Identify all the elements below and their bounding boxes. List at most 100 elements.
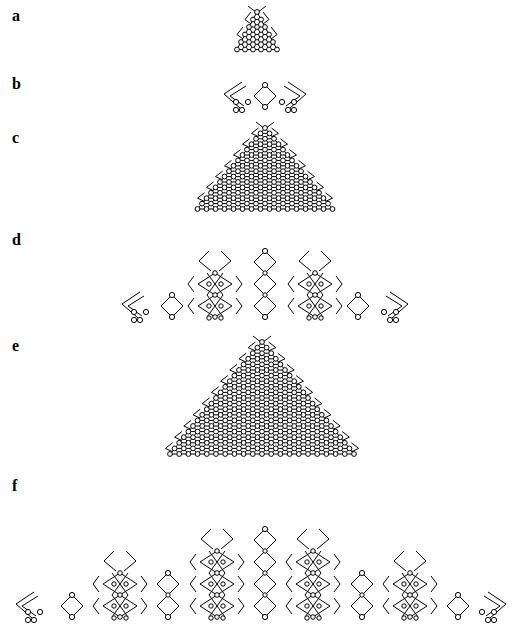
kolam-dot	[408, 615, 413, 620]
kolam-line	[307, 273, 323, 295]
kolam-dot	[317, 604, 321, 608]
kolam-dot	[310, 424, 315, 429]
kolam-dot	[232, 429, 237, 434]
kolam-dot	[240, 163, 245, 168]
kolam-dot	[245, 147, 250, 152]
kolam-line	[351, 573, 373, 595]
panel-letter: f	[12, 478, 17, 494]
kolam-dot	[258, 207, 263, 212]
kolam-line	[193, 409, 200, 418]
kolam-dot	[352, 452, 357, 457]
kolam-dot	[235, 47, 240, 52]
kolam-dot	[259, 47, 264, 52]
kolam-dot	[237, 446, 242, 451]
kolam-dot	[246, 390, 251, 395]
kolam-dot	[319, 446, 324, 451]
kolam-line	[188, 298, 194, 314]
kolam-line	[296, 573, 330, 595]
kolam-dot	[236, 190, 241, 195]
kolam-dot	[290, 180, 295, 185]
kolam-dot	[209, 401, 214, 406]
kolam-line	[209, 573, 225, 595]
kolam-dot	[292, 379, 297, 384]
kolam-line	[209, 551, 225, 573]
kolam-dot	[355, 314, 360, 319]
kolam-dot	[276, 174, 281, 179]
kolam-dot	[278, 373, 283, 378]
kolam-dot	[221, 616, 225, 620]
kolam-dot	[307, 316, 311, 320]
kolam-dot	[237, 435, 242, 440]
kolam-dot	[215, 549, 220, 554]
kolam-line	[317, 182, 324, 191]
kolam-dot	[204, 196, 209, 201]
kolam-line	[165, 443, 172, 452]
kolam-dot	[191, 435, 196, 440]
kolam-dot	[303, 196, 308, 201]
kolam-dot	[118, 571, 123, 576]
kolam-dot	[262, 526, 267, 531]
kolam-line	[202, 398, 209, 407]
kolam-line	[305, 551, 321, 573]
kolam-line	[209, 551, 225, 573]
kolam-dot	[222, 174, 227, 179]
kolam-line	[305, 551, 321, 573]
kolam-line	[190, 576, 196, 592]
kolam-dot	[283, 401, 288, 406]
kolam-line	[243, 139, 250, 148]
kolam-dot	[249, 153, 254, 158]
kolam-dot	[393, 317, 398, 322]
kolam-dot	[241, 418, 246, 423]
kolam-dot	[267, 32, 272, 37]
kolam-line	[175, 432, 182, 441]
kolam-line	[298, 273, 332, 295]
kolam-dot	[204, 429, 209, 434]
kolam-dot	[312, 185, 317, 190]
kolam-dot	[315, 452, 320, 457]
kolam-dot	[278, 429, 283, 434]
kolam-line	[112, 573, 128, 595]
kolam-dot	[276, 207, 281, 212]
kolam-dot	[255, 424, 260, 429]
kolam-dot	[276, 163, 281, 168]
kolam-line	[61, 595, 83, 617]
kolam-dot	[237, 401, 242, 406]
kolam-dot	[315, 407, 320, 412]
kolam-dot	[124, 616, 128, 620]
kolam-dot	[255, 10, 260, 15]
kolam-dot	[278, 396, 283, 401]
kolam-dot	[278, 452, 283, 457]
kolam-dot	[223, 452, 228, 457]
kolam-dot	[246, 379, 251, 384]
kolam-dot	[219, 282, 223, 286]
kolam-dot	[285, 196, 290, 201]
kolam-line	[402, 595, 418, 617]
kolam-dot	[112, 582, 116, 586]
kolam-dot	[186, 452, 191, 457]
kolam-dot	[287, 418, 292, 423]
kolam-dot	[296, 407, 301, 412]
kolam-dot	[232, 396, 237, 401]
kolam-line	[278, 353, 285, 362]
kolam-line	[219, 251, 231, 271]
kolam-dot	[306, 440, 311, 445]
kolam-line	[141, 576, 147, 592]
kolam-line	[128, 296, 144, 316]
kolam-dot	[236, 169, 241, 174]
kolam-dot	[301, 424, 306, 429]
kolam-dot	[301, 435, 306, 440]
kolam-line	[22, 596, 38, 616]
kolam-dot	[241, 452, 246, 457]
kolam-dot	[267, 196, 272, 201]
kolam-dot	[281, 201, 286, 206]
kolam-dot	[296, 440, 301, 445]
kolam-dot	[255, 435, 260, 440]
kolam-line	[326, 193, 333, 202]
kolam-dot	[264, 368, 269, 373]
kolam-dot	[165, 614, 170, 619]
kolam-dot	[223, 440, 228, 445]
kolam-dot	[213, 185, 218, 190]
kolam-dot	[283, 368, 288, 373]
kolam-line	[112, 573, 128, 595]
kolam-dot	[177, 452, 182, 457]
